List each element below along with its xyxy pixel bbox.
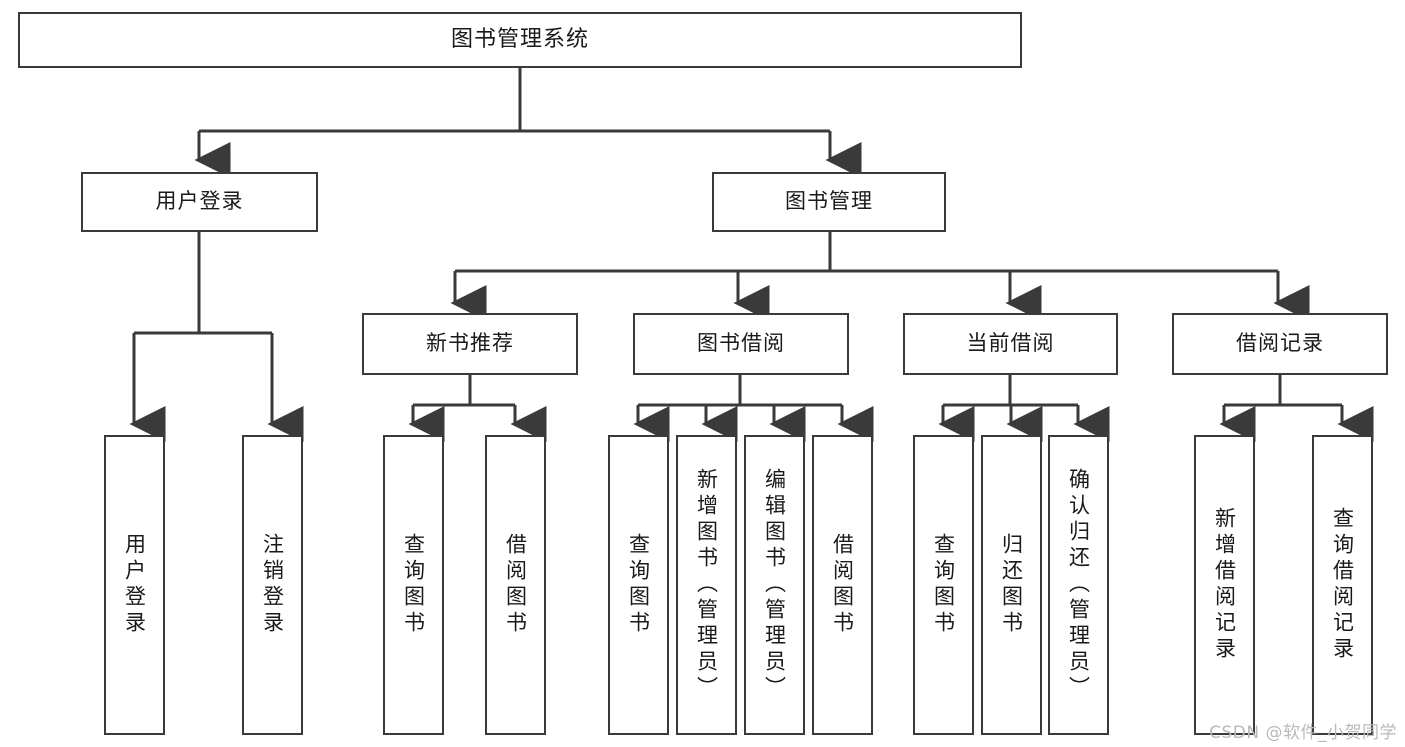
node-label: 注销登录 [260, 533, 285, 637]
node-label: 查询借阅记录 [1330, 507, 1355, 663]
node-label: 借阅图书 [830, 533, 855, 637]
leaf-borrow-borrow-book[interactable]: 借阅图书 [812, 435, 873, 735]
node-borrow-record[interactable]: 借阅记录 [1172, 313, 1388, 375]
node-label: 归还图书 [999, 533, 1024, 637]
leaf-borrow-edit-book[interactable]: 编辑图书（管理员） [744, 435, 805, 735]
leaf-borrow-query-book[interactable]: 查询图书 [608, 435, 669, 735]
node-label: 借阅图书 [503, 533, 528, 637]
leaf-record-add-record[interactable]: 新增借阅记录 [1194, 435, 1255, 735]
leaf-borrow-add-book[interactable]: 新增图书（管理员） [676, 435, 737, 735]
node-label: 图书借阅 [697, 331, 785, 356]
leaf-record-query-record[interactable]: 查询借阅记录 [1312, 435, 1373, 735]
node-label: 用户登录 [155, 189, 244, 214]
node-root-system[interactable]: 图书管理系统 [18, 12, 1022, 68]
node-label: 确认归还（管理员） [1066, 468, 1091, 702]
leaf-current-confirm-return[interactable]: 确认归还（管理员） [1048, 435, 1109, 735]
leaf-user-logout[interactable]: 注销登录 [242, 435, 303, 735]
node-label: 当前借阅 [966, 331, 1055, 356]
node-label: 查询图书 [931, 533, 956, 637]
leaf-recommend-borrow-book[interactable]: 借阅图书 [485, 435, 546, 735]
node-label: 新增图书（管理员） [694, 468, 719, 702]
node-label: 查询图书 [401, 533, 426, 637]
leaf-current-query-book[interactable]: 查询图书 [913, 435, 974, 735]
node-label: 用户登录 [122, 533, 147, 637]
node-user-login[interactable]: 用户登录 [81, 172, 318, 232]
leaf-current-return-book[interactable]: 归还图书 [981, 435, 1042, 735]
node-new-book-recommend[interactable]: 新书推荐 [362, 313, 578, 375]
node-label: 图书管理系统 [450, 26, 589, 52]
node-label: 新增借阅记录 [1212, 507, 1237, 663]
node-label: 查询图书 [626, 533, 651, 637]
watermark-text: CSDN @软件_小贺同学 [1209, 723, 1397, 743]
node-label: 编辑图书（管理员） [762, 468, 787, 702]
node-label: 图书管理 [785, 189, 873, 214]
node-label: 借阅记录 [1236, 331, 1324, 356]
leaf-user-login[interactable]: 用户登录 [104, 435, 165, 735]
node-book-borrow[interactable]: 图书借阅 [633, 313, 849, 375]
leaf-recommend-query-book[interactable]: 查询图书 [383, 435, 444, 735]
node-book-management[interactable]: 图书管理 [712, 172, 946, 232]
node-label: 新书推荐 [426, 331, 514, 356]
node-current-borrow[interactable]: 当前借阅 [903, 313, 1118, 375]
